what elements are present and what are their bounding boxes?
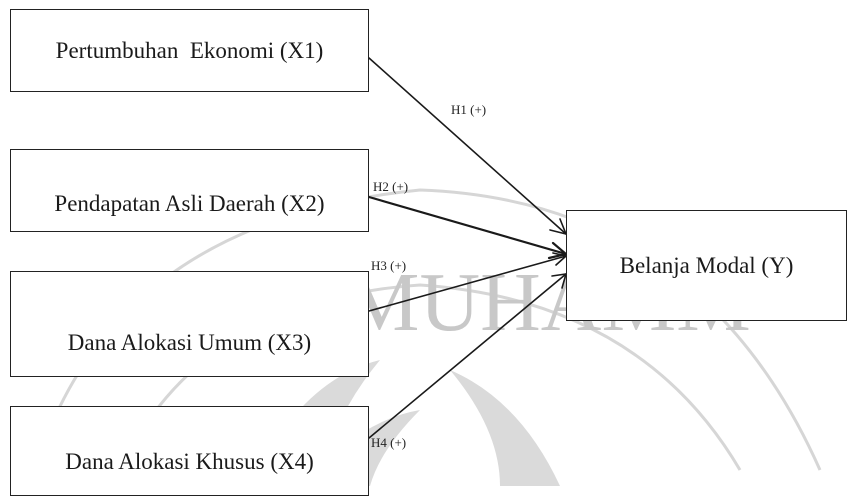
node-x2-label: Pendapatan Asli Daerah (X2) [54, 190, 325, 216]
node-belanja-modal: Belanja Modal (Y) [566, 210, 847, 321]
research-framework-diagram: SITAS MUHAMM Pertumbuhan Ekonomi (X1) Pe… [10, 9, 847, 496]
hypothesis-h2-label: H2 (+) [373, 179, 409, 194]
node-x3-label: Dana Alokasi Umum (X3) [67, 330, 312, 355]
node-x1-label: Pertumbuhan Ekonomi (X1) [55, 37, 324, 63]
arrow-h2-line [367, 195, 568, 256]
node-y-label: Belanja Modal (Y) [619, 252, 794, 278]
arrow-h3-line [368, 255, 567, 312]
node-pendapatan-asli-daerah: Pendapatan Asli Daerah (X2) [10, 149, 369, 232]
hypothesis-h4-label: H4 (+) [371, 435, 407, 450]
node-pertumbuhan-ekonomi: Pertumbuhan Ekonomi (X1) [10, 9, 369, 92]
hypothesis-h1-label: H1 (+) [451, 102, 487, 117]
node-dana-alokasi-umum: Dana Alokasi Umum (X3) [10, 271, 369, 377]
node-x4-label: Dana Alokasi Khusus (X4) [65, 449, 314, 474]
arrow-h1-line [368, 57, 567, 235]
arrow-h4-line [368, 273, 567, 439]
node-dana-alokasi-khusus: Dana Alokasi Khusus (X4) [10, 406, 369, 496]
hypothesis-h3-label: H3 (+) [371, 258, 407, 273]
